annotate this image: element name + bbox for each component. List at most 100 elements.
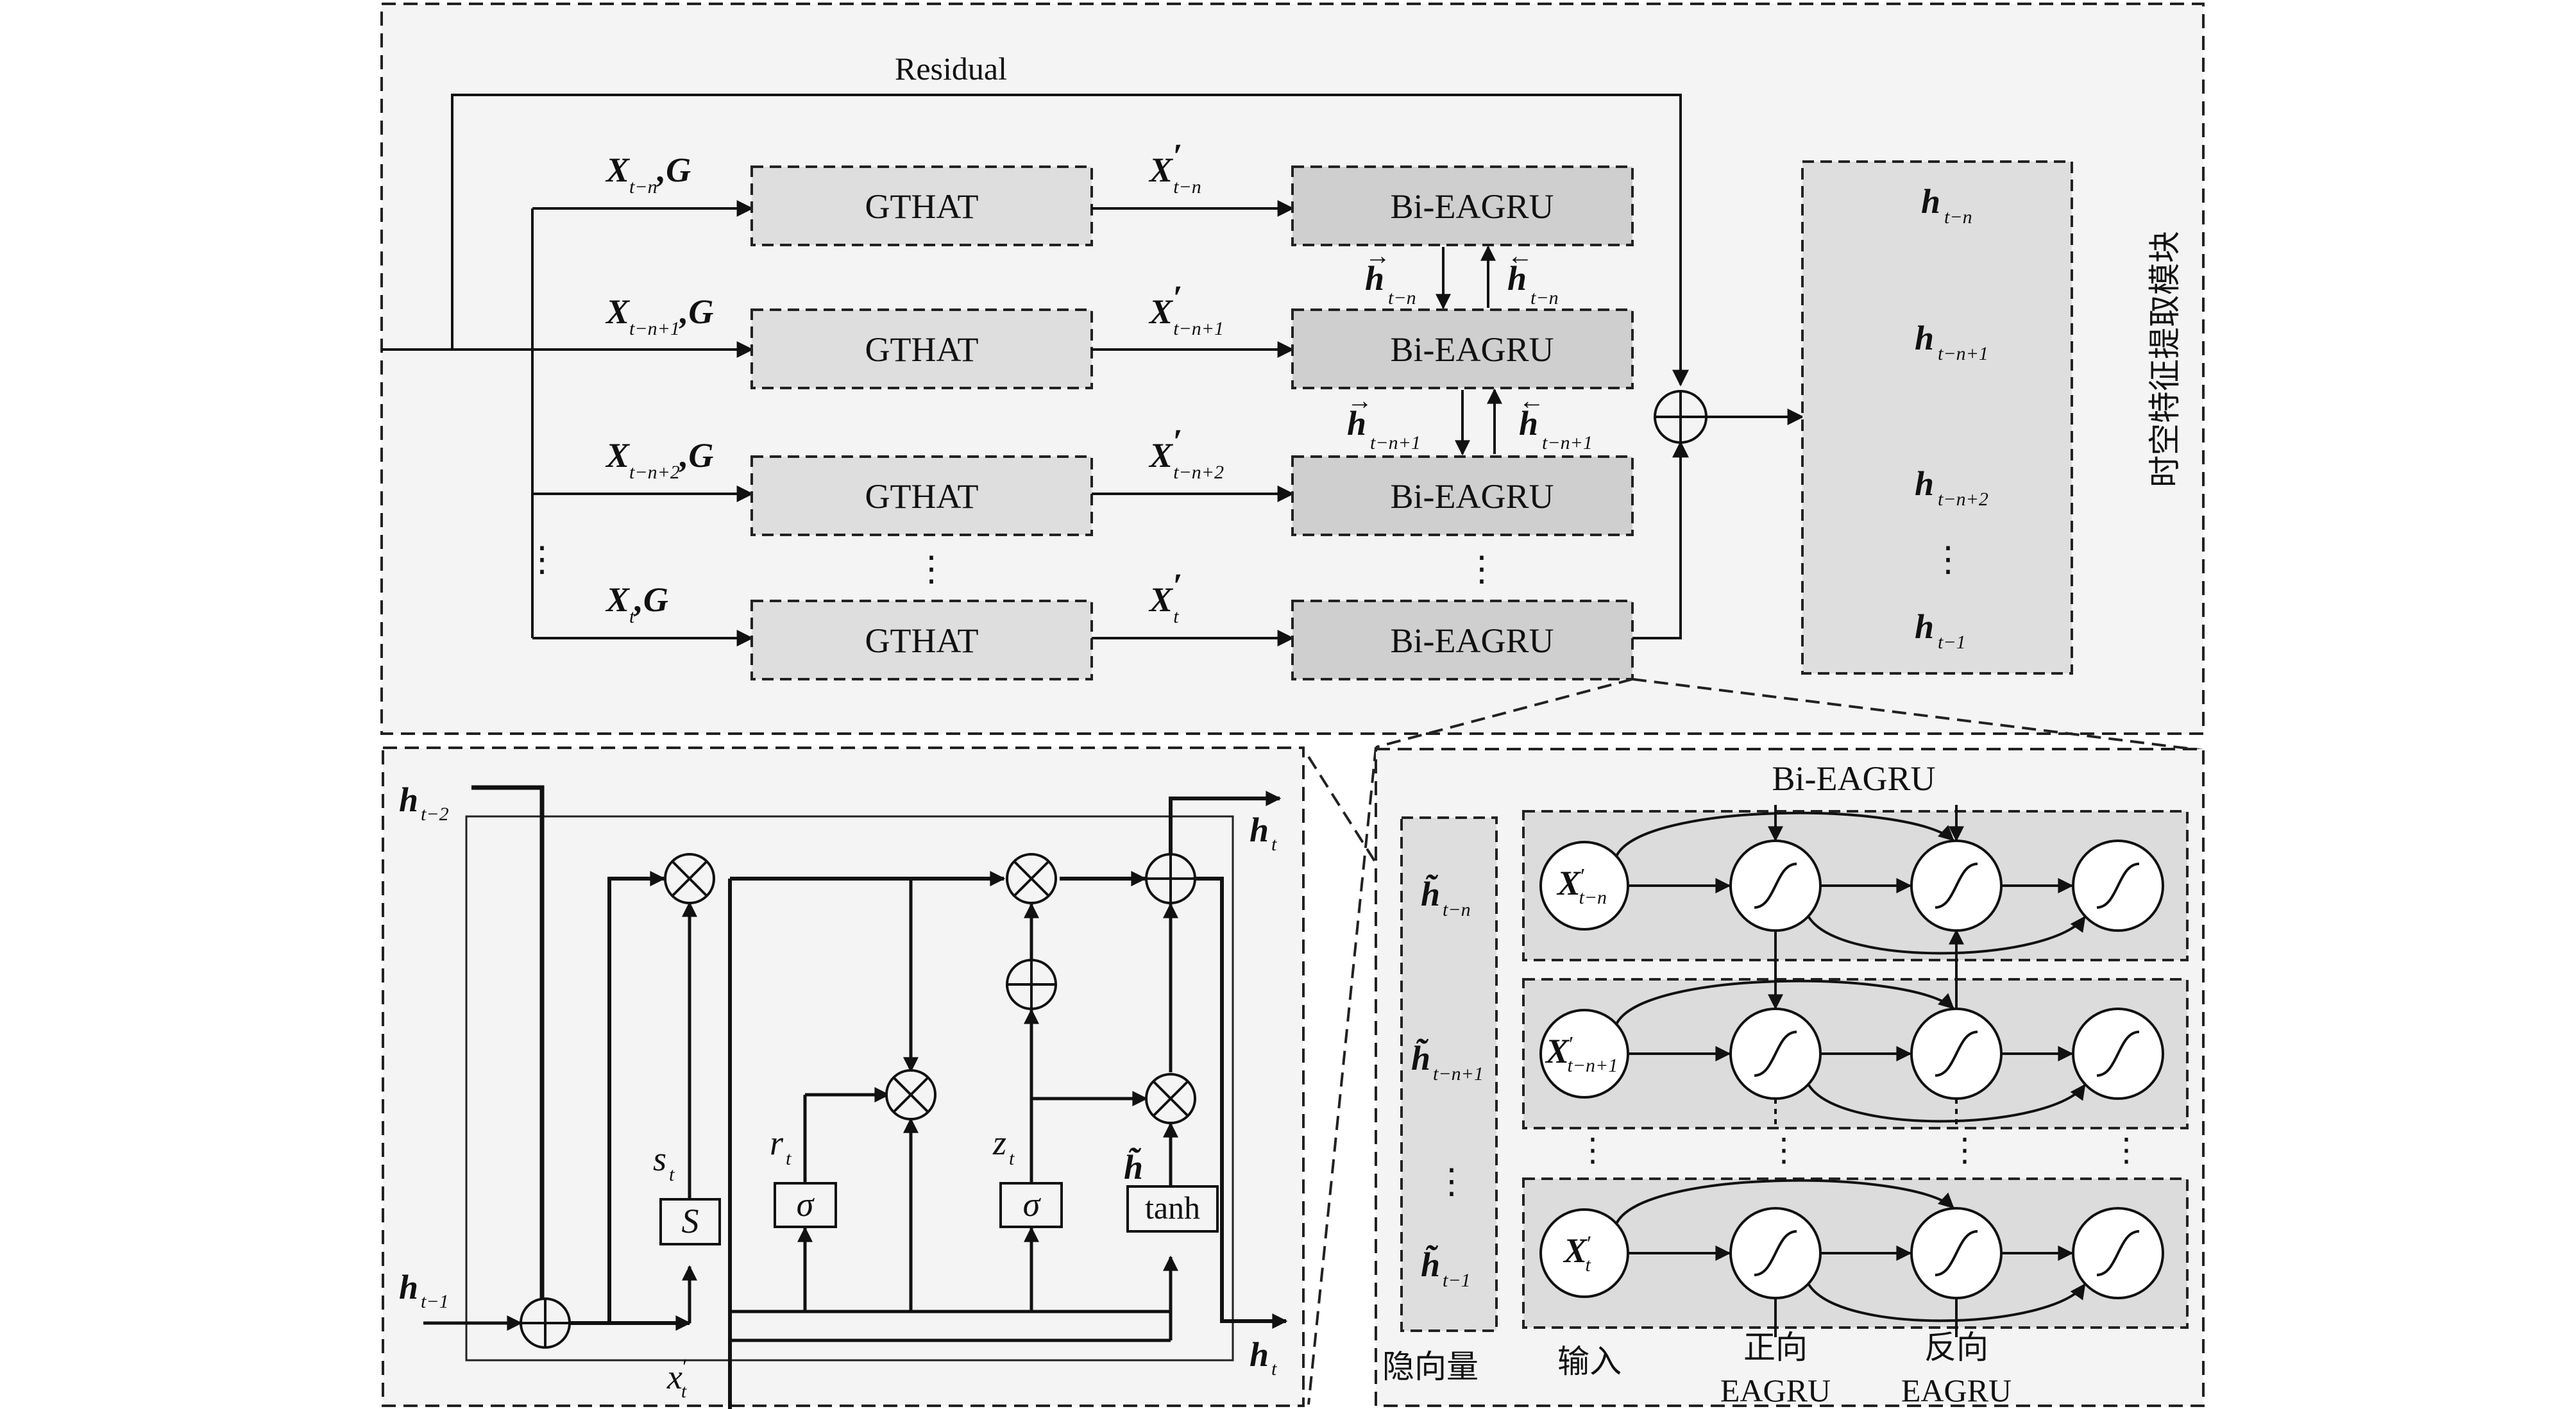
bi-ellipsis-3: ⋮ — [1949, 1132, 1981, 1168]
cell-mult-node-z-candidate — [1145, 1073, 1196, 1124]
spatiotemporal-feature-module: Residual ⋮ Xt−n,G GTHAT X′t−n Bi-EAGRU X… — [380, 3, 2205, 735]
bi-eagru-detail-panel: Bi-EAGRU h̃t−n h̃t−n+1 ⋮ h̃t−1 X′t−n — [1375, 748, 2205, 1408]
residual-label: Residual — [895, 51, 1007, 87]
gthat-box-1 — [750, 165, 1093, 246]
h-fwd-arrow-2: → — [1347, 386, 1373, 415]
tanh-label: tanh — [1145, 1190, 1200, 1226]
cell-sum-node-output — [1145, 853, 1196, 904]
hidden-links: ht−n → ht−n ← ht−n+1 → ht−n+1 ← — [1347, 241, 1593, 456]
gthat-box-3 — [750, 455, 1093, 536]
row-1: Xt−n,G GTHAT X′t−n Bi-EAGRU — [532, 137, 1634, 246]
bi-eagru-label-3: Bi-EAGRU — [1391, 477, 1554, 516]
gthat-label-1: GTHAT — [865, 187, 979, 226]
label-forward-1: 正向 — [1743, 1329, 1808, 1366]
bi-eagru-label-4: Bi-EAGRU — [1391, 621, 1554, 660]
cell-inner-frame — [465, 815, 1234, 1362]
hidden-h-2: h̃t−n+1 — [1411, 1038, 1484, 1084]
h-fwd-label-2: ht−n+1 — [1347, 404, 1421, 453]
sigma-r-box — [774, 1182, 837, 1228]
bi-eagru-label-2: Bi-EAGRU — [1391, 330, 1554, 369]
sigma-z-box — [999, 1182, 1063, 1228]
bi-eagru-box-3 — [1291, 455, 1634, 536]
gthat-box-4 — [750, 600, 1093, 680]
bi-eagru-ellipsis: ⋮ — [1464, 550, 1499, 588]
row-3-input-label: Xt−n+2,G — [605, 436, 713, 483]
input-x-3: X′t — [1563, 1231, 1591, 1276]
input-ellipsis: ⋮ — [525, 540, 559, 578]
row-3-xprime-label: X′t−n+2 — [1148, 422, 1224, 483]
gthat-label-2: GTHAT — [865, 330, 979, 369]
tanh-box — [1126, 1185, 1219, 1233]
bi-ellipsis-2: ⋮ — [1768, 1132, 1800, 1168]
bi-ellipsis-1: ⋮ — [1577, 1132, 1609, 1168]
h-fwd-arrow-1: → — [1365, 241, 1391, 270]
sigma-r-label: σ — [797, 1185, 815, 1224]
gthat-box-2 — [750, 308, 1093, 389]
hidden-ellipsis: ⋮ — [1434, 1162, 1469, 1201]
label-input: 输入 — [1557, 1343, 1622, 1380]
residual-sum-node — [1654, 390, 1707, 444]
output-ellipsis: ⋮ — [1931, 540, 1965, 578]
cell-x-input-label: x′t — [666, 1354, 688, 1402]
input-x-1: X′t−n — [1556, 864, 1607, 908]
label-backward-2: EAGRU — [1901, 1372, 2012, 1408]
cell-mult-node-r — [885, 1069, 936, 1120]
bi-eagru-label-1: Bi-EAGRU — [1391, 187, 1554, 226]
row-2-input-label: Xt−n+1,G — [605, 292, 713, 339]
row-1-xprime-label: X′t−n — [1148, 137, 1201, 198]
hidden-h-1: h̃t−n — [1421, 874, 1471, 920]
s-gate-box — [659, 1198, 721, 1245]
gthat-ellipsis: ⋮ — [914, 550, 949, 588]
output-stack-box — [1801, 160, 2073, 675]
bi-eagru-box-4 — [1291, 600, 1634, 680]
s-gate-label: S — [682, 1202, 699, 1240]
h-tilde-label: h̃ — [1124, 1147, 1143, 1186]
last-row-to-sum — [1632, 441, 1689, 639]
sigma-z-label: σ — [1023, 1185, 1042, 1224]
row-4-input-label: Xt,G — [605, 580, 668, 627]
row-2-xprime-label: X′t−n+1 — [1148, 278, 1224, 339]
h-bwd-label-1: ht−n — [1507, 259, 1559, 308]
row-4: Xt,G GTHAT X′t Bi-EAGRU — [532, 566, 1634, 680]
label-hidden-vector: 隐向量 — [1382, 1348, 1479, 1385]
bi-eagru-box-1 — [1291, 165, 1634, 246]
gthat-label-4: GTHAT — [865, 621, 979, 660]
row-2: Xt−n+1,G GTHAT X′t−n+1 Bi-EAGRU — [532, 278, 1634, 389]
input-x-2: X′t−n+1 — [1545, 1032, 1618, 1076]
bi-row-2-nodes: X′t−n+1 — [1539, 979, 2164, 1123]
module-side-title: 时空特征提取模块 — [2146, 231, 2183, 487]
gthat-label-3: GTHAT — [865, 477, 979, 516]
bi-row-1-nodes: X′t−n — [1539, 805, 2164, 955]
h-bwd-label-2: ht−n+1 — [1519, 404, 1593, 453]
label-forward-2: EAGRU — [1720, 1372, 1831, 1408]
row-4-xprime-label: X′t — [1148, 566, 1182, 627]
label-backward-1: 反向 — [1924, 1329, 1988, 1366]
h-fwd-label-1: ht−n — [1365, 259, 1416, 308]
bi-eagru-title: Bi-EAGRU — [1772, 759, 1936, 798]
cell-sum-node-input — [520, 1297, 571, 1349]
cell-sum-node-one-minus-z — [1006, 959, 1057, 1010]
h-bwd-arrow-2: ← — [1519, 386, 1545, 415]
row-3: Xt−n+2,G GTHAT X′t−n+2 Bi-EAGRU — [532, 422, 1634, 536]
hidden-h-3: h̃t−1 — [1421, 1245, 1471, 1291]
cell-mult-node-z-top — [1006, 853, 1057, 904]
bi-row-3-nodes: X′t — [1539, 1179, 2164, 1337]
bi-ellipsis-4: ⋮ — [2110, 1132, 2142, 1168]
row-1-input-label: Xt−n,G — [605, 151, 691, 198]
cell-mult-node-s — [664, 853, 715, 904]
bi-eagru-box-2 — [1291, 308, 1634, 389]
h-bwd-arrow-1: ← — [1507, 241, 1533, 270]
